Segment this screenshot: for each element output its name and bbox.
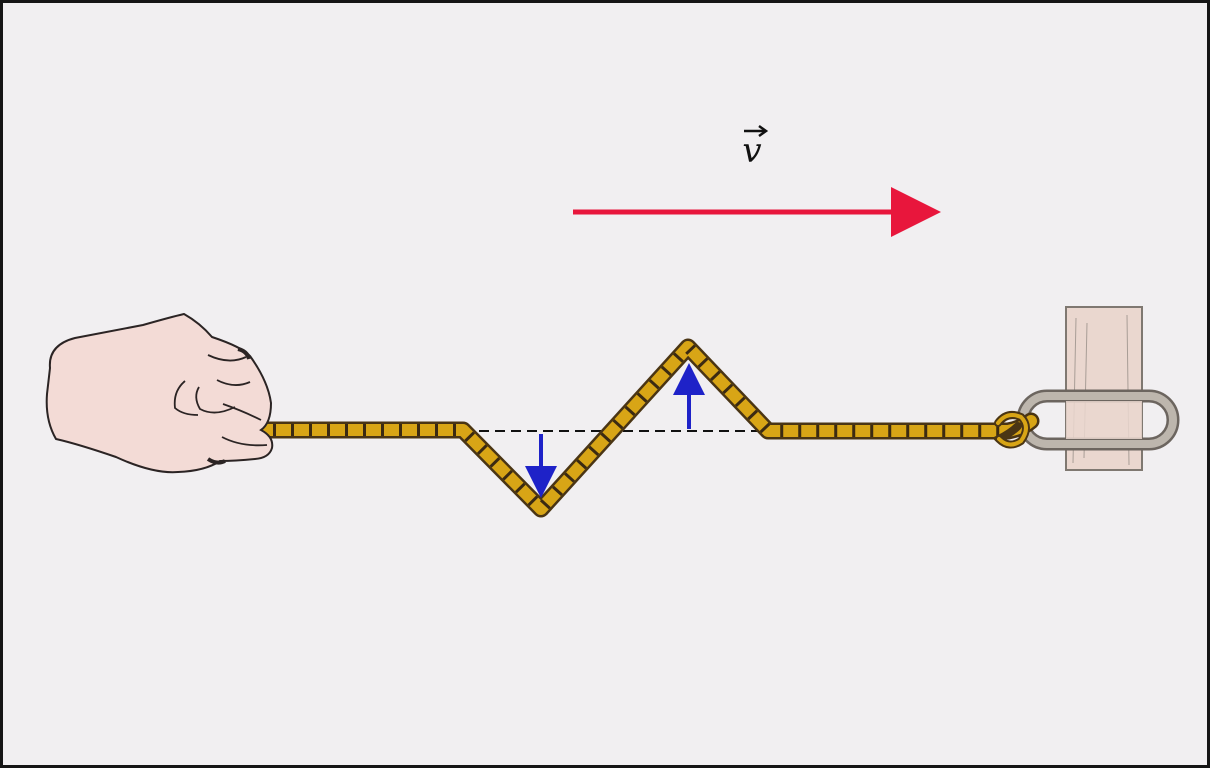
rope <box>246 338 1040 518</box>
tie-ring <box>1016 389 1180 451</box>
rope-wave-diagram <box>45 187 1180 518</box>
velocity-label: v <box>742 131 762 171</box>
vector-arrow-icon <box>744 124 769 138</box>
hand-illustration <box>45 312 274 474</box>
